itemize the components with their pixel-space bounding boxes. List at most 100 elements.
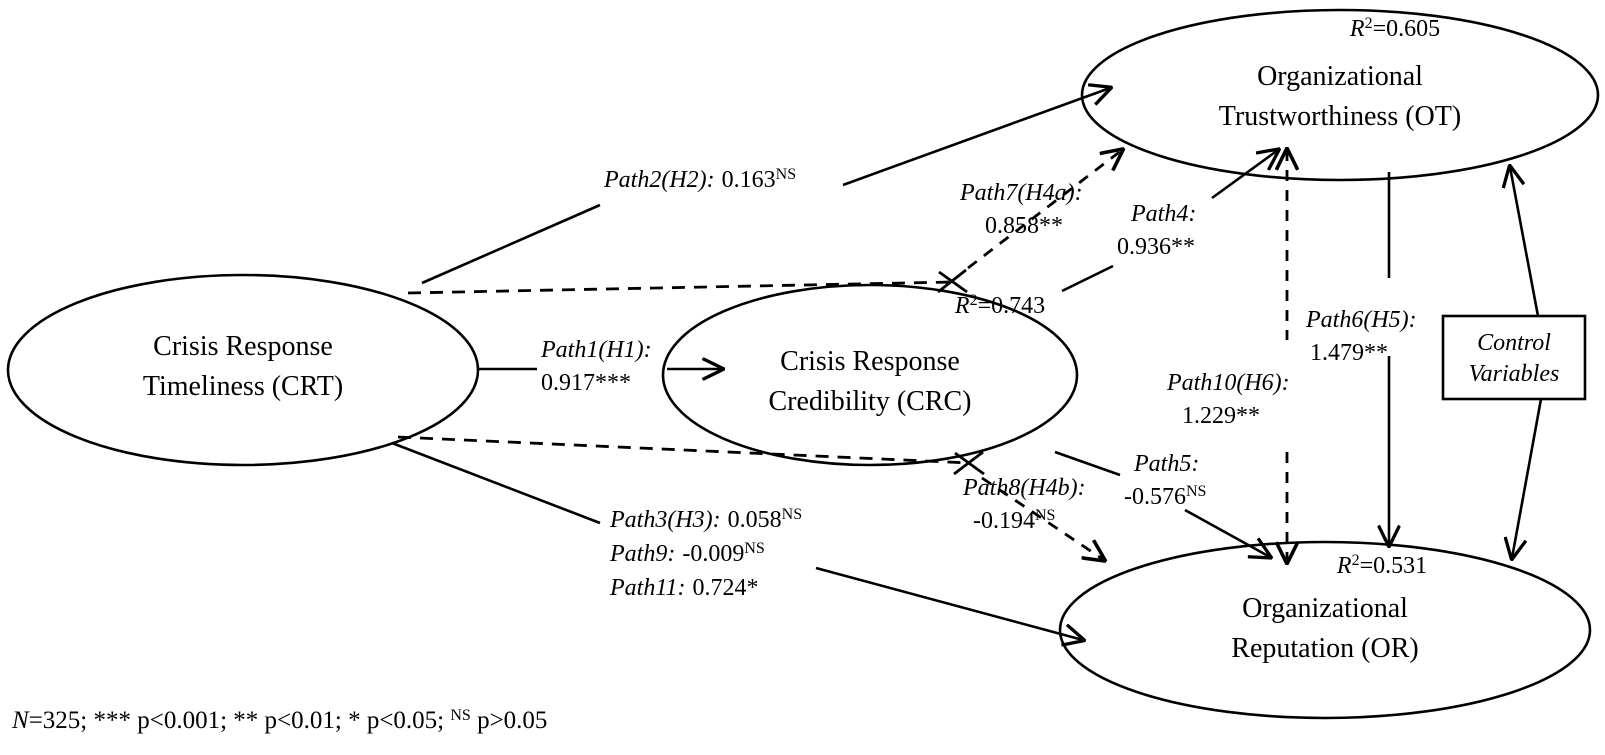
ot-r2-symbol: R [1349,16,1365,42]
edge-control-ot-line [1510,167,1540,317]
label-path9: Path9: -0.009NS [609,540,765,568]
label-path4-value-row: 0.936** [1117,234,1195,260]
label-path10-value: 1.229** [1182,403,1260,429]
or-ellipse [1058,540,1592,720]
label-path4-name-row: Path4: [1130,201,1196,227]
label-path10-value-row: 1.229** [1182,403,1260,429]
edge-path7-xmark-a [938,270,968,294]
edge-path11[interactable] [815,566,1083,640]
label-path5-name: Path5: [1133,451,1199,477]
label-path2-name: Path2(H2): [603,167,715,193]
label-path4-name: Path4: [1130,201,1196,227]
edge-path4[interactable] [1061,150,1278,293]
label-path8-value-row: -0.194NS [973,507,1055,535]
node-or[interactable]: R2=0.531 Organizational Reputation (OR) [1058,540,1592,720]
label-path11-value: 0.724* [693,575,759,601]
label-path1-value-row: 0.917*** [541,370,631,396]
label-path9-sig: NS [744,540,764,557]
label-path5-value-row: -0.576NS [1124,483,1206,511]
edge-control-to-ot[interactable] [1510,167,1540,317]
label-path2: Path2(H2): 0.163NS [603,166,796,194]
label-path9-value: -0.009 [682,541,744,567]
node-crt[interactable]: Crisis Response Timeliness (CRT) [6,273,480,467]
edge-path5[interactable] [1054,450,1270,557]
edge-path7-seg1 [407,280,954,295]
edge-path2[interactable] [421,88,1110,285]
control-variables-box [1441,314,1587,401]
footnote-n: N [11,707,30,734]
label-path7-value-row: 0.858** [985,213,1063,239]
ot-r2-value: =0.605 [1373,16,1441,42]
edge-control-or-line [1512,398,1543,558]
node-control-variables[interactable]: Control Variables [1441,314,1587,401]
edge-path4-seg1 [1061,264,1114,293]
crt-label-line2: Timeliness (CRT) [143,371,343,402]
edge-path7-seg2 [967,150,1122,270]
edge-path3-seg1 [391,441,601,525]
or-r2-exp: 2 [1352,552,1360,569]
crc-r2-value: =0.743 [978,293,1046,319]
or-r2-symbol: R [1336,553,1352,579]
label-path5-value: -0.576 [1124,484,1186,510]
node-crc[interactable]: R2=0.743 Crisis Response Credibility (CR… [661,283,1079,467]
edge-path2-seg1 [421,203,601,285]
edge-path3-9[interactable] [391,441,601,525]
label-path8-name-row: Path8(H4b): [962,475,1086,501]
crc-label-line2: Credibility (CRC) [769,386,972,417]
or-r2: R2=0.531 [1336,552,1427,580]
footnote-text: =325; *** p<0.001; ** p<0.01; * p<0.05; [29,707,451,734]
edge-path2-seg2 [842,88,1110,187]
or-label-line2: Reputation (OR) [1231,633,1418,664]
edge-path5-seg2 [1184,508,1270,557]
label-path1-name: Path1(H1): [540,337,652,363]
label-path8-value: -0.194 [973,508,1035,534]
crc-r2: R2=0.743 [954,292,1045,320]
label-path11-name: Path11: [609,575,686,601]
control-label-line2: Variables [1469,361,1560,387]
edge-path4-seg2 [1211,150,1278,200]
crc-label-line1: Crisis Response [780,346,960,377]
ot-r2-exp: 2 [1365,15,1373,32]
label-path10-name-row: Path10(H6): [1166,370,1290,396]
crt-ellipse [6,273,480,467]
label-path3-value: 0.058 [728,507,782,533]
crc-r2-exp: 2 [970,292,978,309]
edge-path8-seg2 [981,476,1104,560]
footnote-tail: p>0.05 [471,707,548,734]
edge-path7-xmark-b [937,268,967,294]
label-path9-name: Path9: [609,541,675,567]
node-ot[interactable]: R2=0.605 Organizational Trustworthiness … [1080,8,1600,182]
label-path4-value: 0.936** [1117,234,1195,260]
edge-path8-xmark-b [953,450,984,476]
crc-r2-symbol: R [954,293,970,319]
label-path6-value: 1.479** [1310,340,1388,366]
ot-label-line2: Trustworthiness (OT) [1219,101,1461,132]
label-path3-sig: NS [782,506,802,523]
label-path8-sig: NS [1035,507,1055,524]
label-path7-value: 0.858** [985,213,1063,239]
label-path3-name: Path3(H3): [609,507,721,533]
edge-path11-seg2 [815,566,1083,640]
label-path1-name-row: Path1(H1): [540,337,652,363]
edge-control-to-or[interactable] [1512,398,1543,558]
label-path8-name: Path8(H4b): [962,475,1086,501]
label-path6-name: Path6(H5): [1305,307,1417,333]
label-path2-sig: NS [776,166,796,183]
label-path2-value: 0.163 [722,167,776,193]
crt-label-line1: Crisis Response [153,331,333,362]
ot-ellipse [1080,8,1600,182]
edge-path7[interactable] [407,150,1122,295]
label-path11: Path11: 0.724* [609,575,759,601]
footnote: N=325; *** p<0.001; ** p<0.01; * p<0.05;… [11,707,547,735]
label-path5-name-row: Path5: [1133,451,1199,477]
edge-path8[interactable] [397,435,1104,560]
label-path5-sig: NS [1186,483,1206,500]
ot-label-line1: Organizational [1257,61,1423,92]
control-label-line1: Control [1477,330,1551,356]
ot-r2: R2=0.605 [1349,15,1440,43]
or-label-line1: Organizational [1242,593,1408,624]
or-r2-value: =0.531 [1360,553,1428,579]
edge-path8-seg1 [397,435,971,465]
